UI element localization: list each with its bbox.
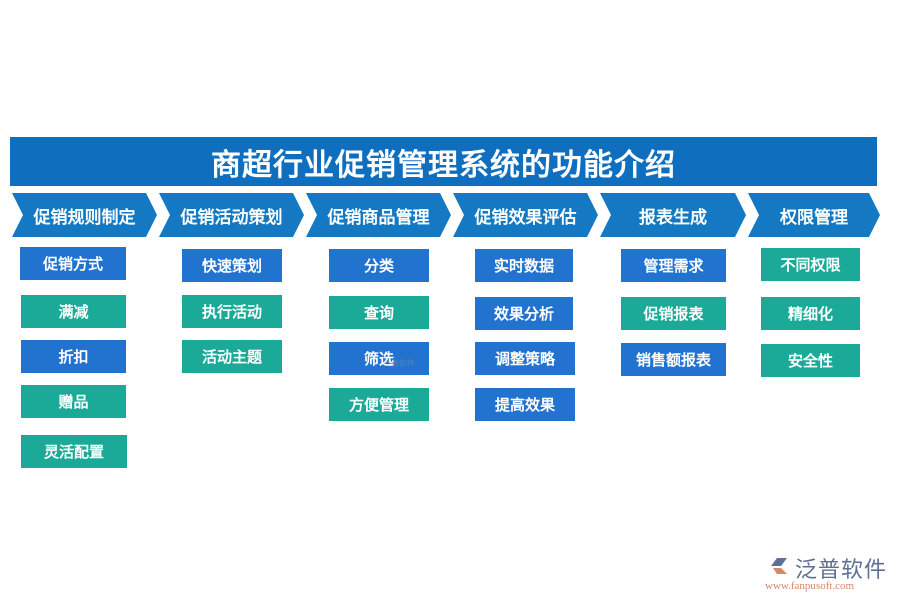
logo-mark-icon bbox=[771, 558, 787, 574]
category-header-report-generation: 报表生成 bbox=[600, 193, 746, 237]
feature-box: 方便管理 bbox=[329, 388, 429, 421]
feature-box: 执行活动 bbox=[182, 295, 282, 328]
feature-box: 管理需求 bbox=[621, 249, 726, 282]
feature-box: 效果分析 bbox=[475, 297, 573, 330]
feature-box: 筛选 bbox=[329, 342, 429, 375]
feature-box: 赠品 bbox=[21, 385, 126, 418]
feature-box: 快速策划 bbox=[182, 249, 282, 282]
category-header-promo-goods: 促销商品管理 bbox=[306, 193, 451, 237]
feature-box: 实时数据 bbox=[475, 249, 573, 282]
watermark-text: 泛普软件 bbox=[383, 359, 415, 368]
feature-box: 提高效果 bbox=[475, 388, 575, 421]
feature-box: 折扣 bbox=[21, 340, 126, 373]
feature-box: 活动主题 bbox=[182, 340, 282, 373]
category-header-promo-planning: 促销活动策划 bbox=[159, 193, 304, 237]
feature-box: 调整策略 bbox=[475, 342, 575, 375]
category-header-promo-rules: 促销规则制定 bbox=[12, 193, 157, 237]
brand-logo: 泛普软件 www.fanpusoft.com bbox=[765, 552, 895, 596]
feature-box: 不同权限 bbox=[761, 248, 860, 281]
feature-box: 满减 bbox=[21, 295, 126, 328]
category-header-promo-evaluation: 促销效果评估 bbox=[453, 193, 598, 237]
feature-box: 促销报表 bbox=[621, 297, 726, 330]
feature-box: 安全性 bbox=[761, 344, 860, 377]
diagram-title: 商超行业促销管理系统的功能介绍 bbox=[10, 137, 877, 186]
feature-box: 精细化 bbox=[761, 297, 860, 330]
feature-box: 销售额报表 bbox=[621, 343, 726, 376]
feature-box: 灵活配置 bbox=[21, 435, 127, 468]
category-header-permission-management: 权限管理 bbox=[748, 193, 880, 237]
logo-name: 泛普软件 bbox=[795, 558, 888, 583]
logo-url: www.fanpusoft.com bbox=[765, 580, 855, 592]
feature-box: 查询 bbox=[329, 296, 429, 329]
feature-box: 促销方式 bbox=[20, 247, 126, 280]
feature-box: 分类 bbox=[329, 249, 429, 282]
